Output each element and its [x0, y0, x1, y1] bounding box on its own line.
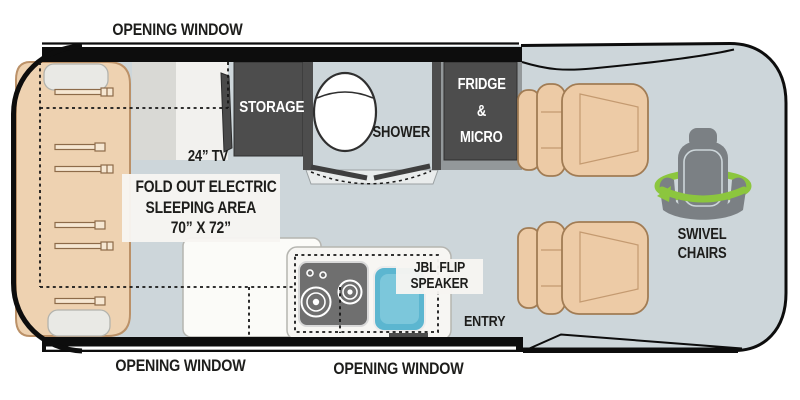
- fridge-micro-label: FRIDGE & MICRO: [457, 76, 506, 146]
- chair-back-stitch: [683, 149, 723, 207]
- shower-label: SHOWER: [372, 124, 430, 141]
- swivel-chair-icon: [654, 128, 752, 220]
- opening-window-label-bottom-left: OPENING WINDOW: [115, 356, 246, 375]
- wardrobe-panel: [132, 62, 178, 160]
- tv-label: 24” TV: [187, 148, 228, 165]
- burner-small: [337, 279, 363, 305]
- stove: [298, 261, 369, 327]
- swivel-arrow-tip-icon: [657, 186, 671, 202]
- chair-back: [678, 142, 728, 216]
- entry-label: ENTRY: [463, 313, 506, 330]
- storage-label: STORAGE: [239, 99, 305, 116]
- tv: [220, 72, 233, 153]
- sleeping-area-label: FOLD OUT ELECTRIC SLEEPING AREA 70” X 72…: [122, 174, 280, 242]
- stove-knob: [319, 271, 327, 279]
- opening-window-label-top: OPENING WINDOW: [112, 20, 243, 39]
- passenger-seat: [517, 221, 649, 315]
- fold-out-extent-dashed: [39, 62, 439, 337]
- chair-base: [659, 177, 747, 220]
- burner-large: [300, 286, 332, 318]
- stove-knob: [306, 269, 314, 277]
- wall-top: [42, 47, 522, 62]
- cab-body-line: [521, 48, 735, 71]
- van-outline: [11, 41, 788, 354]
- shower-door-left: [310, 164, 368, 181]
- swivel-chairs-label: SWIVEL CHAIRS: [677, 226, 727, 262]
- shower-door-swing-arc: [310, 170, 432, 185]
- galley-extent-dashed: [294, 254, 439, 333]
- opening-window-strip-bottom: [46, 346, 516, 350]
- entry-sill: [523, 347, 738, 353]
- storage-cabinet: [233, 61, 304, 157]
- cab-outline: [520, 41, 788, 352]
- tv-wall-panel: [176, 62, 228, 160]
- pillow-top: [43, 63, 109, 91]
- shower-wall-right: [432, 58, 442, 170]
- entry-step-edge: [389, 333, 428, 339]
- toilet-seam: [316, 91, 374, 99]
- rear-outline: [11, 43, 83, 354]
- pillow-bottom: [47, 309, 111, 337]
- entry-door: [525, 333, 743, 351]
- bed: [15, 61, 131, 337]
- shower-wall-left: [303, 58, 313, 170]
- fridge-micro-cabinet: [441, 58, 522, 170]
- swivel-arrow-front-icon: [658, 186, 748, 203]
- toilet: [312, 71, 378, 153]
- opening-window-label-bottom-center: OPENING WINDOW: [333, 359, 464, 378]
- driver-seat: [517, 83, 649, 177]
- wall-bottom: [42, 337, 523, 352]
- jbl-speaker-label: JBL FLIP SPEAKER: [396, 259, 483, 294]
- bed-straps: [54, 87, 114, 306]
- shower-room: [303, 58, 442, 185]
- shower-door-right: [373, 163, 431, 181]
